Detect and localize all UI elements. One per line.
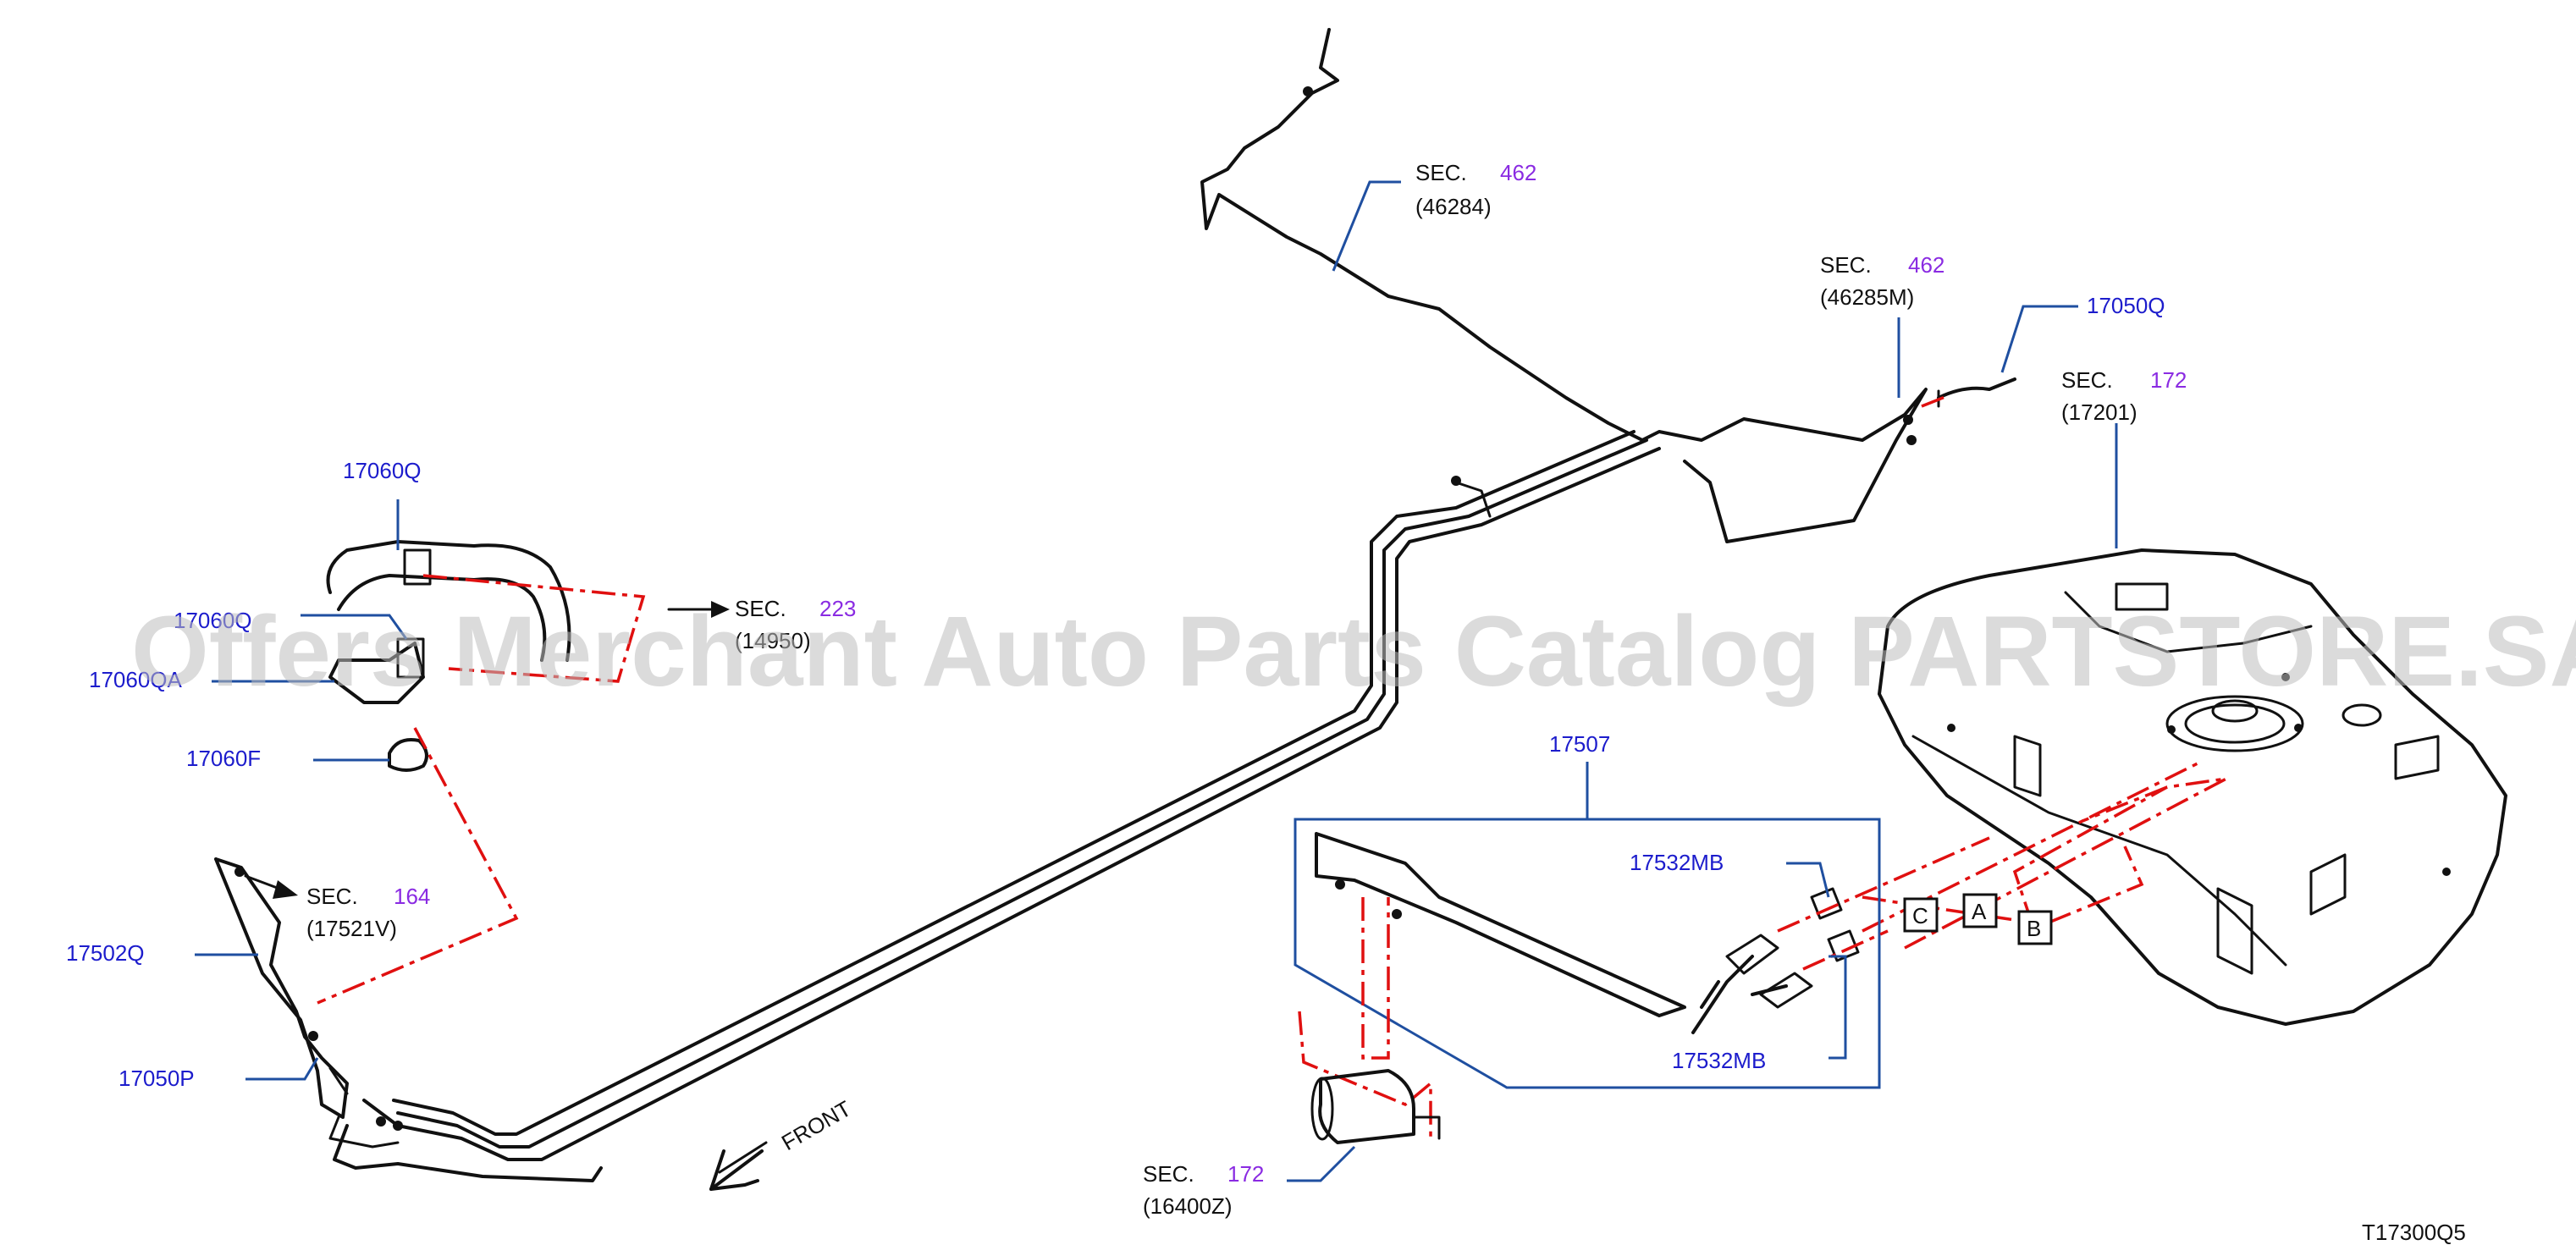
clamp-dot <box>393 1121 403 1131</box>
main-fuel-pipes <box>328 430 1661 1182</box>
part-17060QA[interactable]: 17060QA <box>89 667 183 692</box>
sec-num-462-a[interactable]: 462 <box>1500 160 1536 185</box>
filler-neck-17502Q <box>214 857 349 1119</box>
sec-label-46284: SEC. <box>1415 160 1467 185</box>
hose-clamp <box>396 637 425 679</box>
sec-ref-17201: (17201) <box>2061 399 2137 425</box>
sec-num-164[interactable]: 164 <box>394 884 430 909</box>
sec-ref-46285M: (46285M) <box>1820 284 1914 310</box>
quick-connector <box>1759 972 1813 1009</box>
sec-ref-14950: (14950) <box>735 628 811 653</box>
svg-text:B: B <box>2027 916 2041 941</box>
sec-ref-17521V: (17521V) <box>306 916 397 941</box>
clamp-dot <box>376 1116 386 1127</box>
hose-clamp <box>403 548 432 586</box>
part-17050Q[interactable]: 17050Q <box>2087 293 2165 318</box>
clamp-dot <box>1303 86 1313 96</box>
part-17502Q[interactable]: 17502Q <box>66 940 145 966</box>
connector-box-a: A <box>1962 893 1998 928</box>
sec-num-462-b[interactable]: 462 <box>1908 252 1944 278</box>
brake-tube-routing <box>1200 28 1928 543</box>
front-label: FRONT <box>777 1095 856 1155</box>
sec-num-172-b[interactable]: 172 <box>1227 1161 1264 1187</box>
fuel-pump-ring <box>2165 695 2304 752</box>
filler-hose-assembly <box>317 540 646 1005</box>
clamp-dot <box>308 1031 318 1041</box>
clamp-dot <box>1906 435 1917 445</box>
sec-label-14950: SEC. <box>735 596 786 621</box>
figure-code: T17300Q5 <box>2362 1220 2466 1245</box>
clamp-dot <box>1903 415 1913 425</box>
sec-label-16400Z: SEC. <box>1143 1161 1194 1187</box>
part-17050P[interactable]: 17050P <box>119 1066 195 1091</box>
hose-17050Q <box>1921 377 2016 408</box>
sec-num-172-a[interactable]: 172 <box>2150 367 2187 393</box>
part-17532MB-top[interactable]: 17532MB <box>1630 850 1724 875</box>
group-17507 <box>1294 762 1990 1143</box>
fuel-tank <box>1878 423 2507 1026</box>
part-17060Q-2[interactable]: 17060Q <box>174 608 252 633</box>
front-arrow <box>709 1141 768 1191</box>
retainer-clip <box>1810 887 1843 920</box>
watermark: Offers Merchant Auto Parts Catalog PARTS… <box>131 596 2576 708</box>
sec-ref-46284: (46284) <box>1415 194 1492 219</box>
part-17532MB-bottom[interactable]: 17532MB <box>1672 1048 1766 1073</box>
sec-num-223[interactable]: 223 <box>819 596 856 621</box>
svg-text:A: A <box>1972 899 1987 924</box>
connector-box-c: C <box>1903 897 1939 933</box>
sec-label-17201: SEC. <box>2061 367 2113 393</box>
part-17507[interactable]: 17507 <box>1549 731 1610 757</box>
clamp-dot <box>1451 476 1461 486</box>
quick-connector <box>1725 934 1779 975</box>
clamp-dot <box>234 867 245 877</box>
svg-text:C: C <box>1912 903 1928 928</box>
part-17060F[interactable]: 17060F <box>186 746 261 771</box>
connector-box-b: B <box>2017 910 2053 945</box>
fuel-filter <box>1287 1069 1441 1182</box>
sec-ref-16400Z: (16400Z) <box>1143 1193 1233 1219</box>
sec-label-46285M: SEC. <box>1820 252 1872 278</box>
part-17060Q[interactable]: 17060Q <box>343 458 422 483</box>
sec-label-17521V: SEC. <box>306 884 358 909</box>
